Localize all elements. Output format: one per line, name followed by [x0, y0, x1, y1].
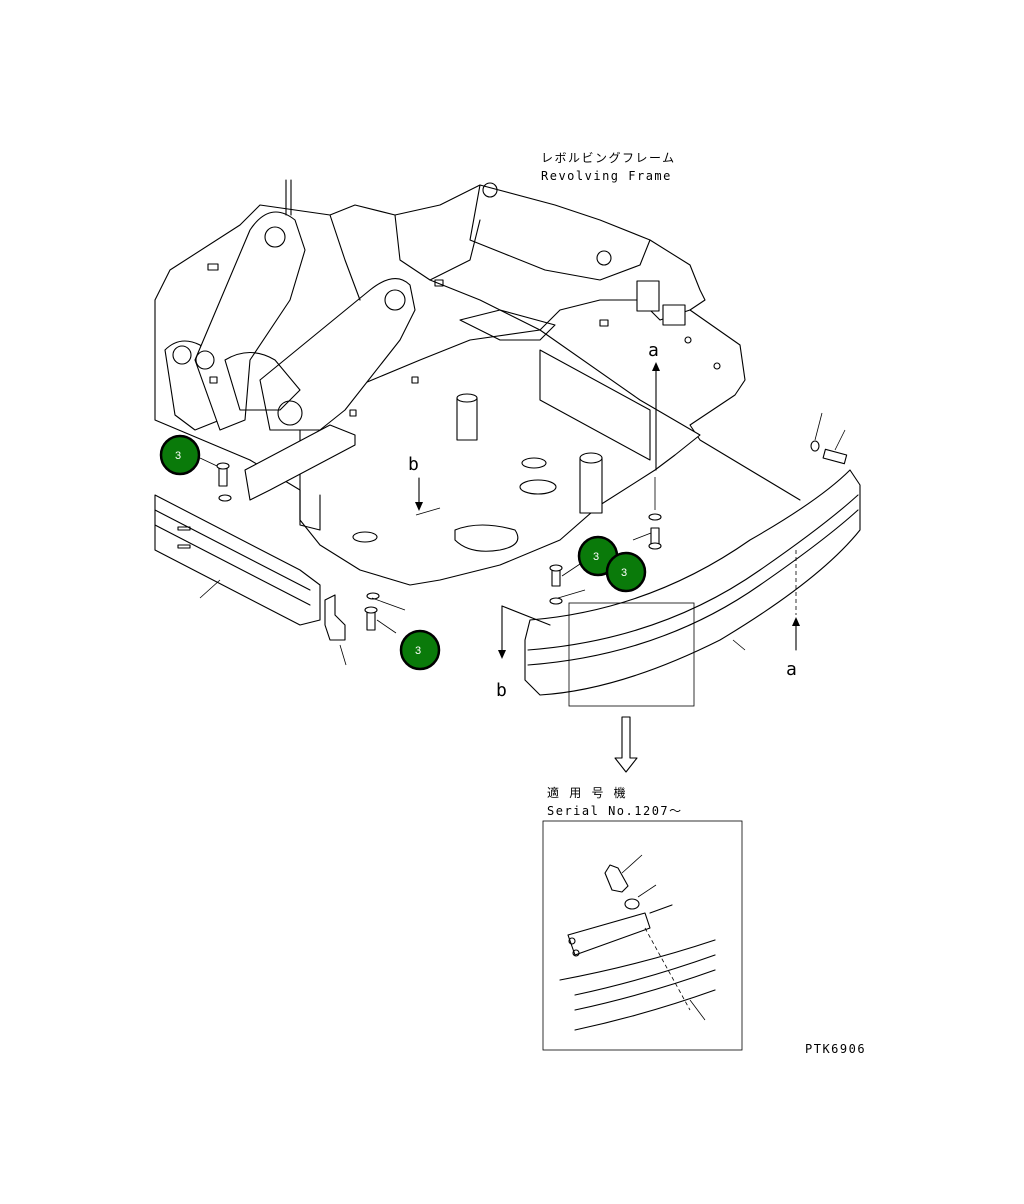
frame-label-en: Revolving Frame [541, 169, 672, 183]
detail-down-arrow [614, 716, 638, 773]
revolving-frame [154, 179, 801, 586]
serial-label-jp: 適 用 号 機 [547, 785, 627, 800]
side-weight-left [154, 494, 347, 666]
callout-number: 3 [415, 645, 421, 657]
callout-number: 3 [593, 551, 599, 563]
arrow-label-b-top: b [408, 454, 419, 475]
counterweight [524, 469, 861, 696]
drawing-code: PTK6906 [805, 1042, 866, 1056]
detail-inset [542, 820, 743, 1051]
bolts [216, 440, 848, 631]
callout-bubble[interactable]: 3 [159, 434, 201, 476]
arrow-label-a-bottom: a [786, 659, 797, 680]
serial-label-en: Serial No.1207～ [547, 804, 683, 818]
callout-bubble[interactable]: 3 [399, 629, 441, 671]
arrow-label-b-bottom: b [496, 680, 507, 701]
detail-region-box [568, 602, 695, 707]
callout-bubble[interactable]: 3 [605, 551, 647, 593]
arrow-label-a-top: a [648, 340, 659, 361]
section-arrows [415, 362, 800, 659]
callout-number: 3 [175, 450, 181, 462]
frame-label-jp: レボルビングフレーム [541, 151, 676, 165]
callout-number: 3 [621, 567, 627, 579]
leader-lines [199, 412, 846, 634]
